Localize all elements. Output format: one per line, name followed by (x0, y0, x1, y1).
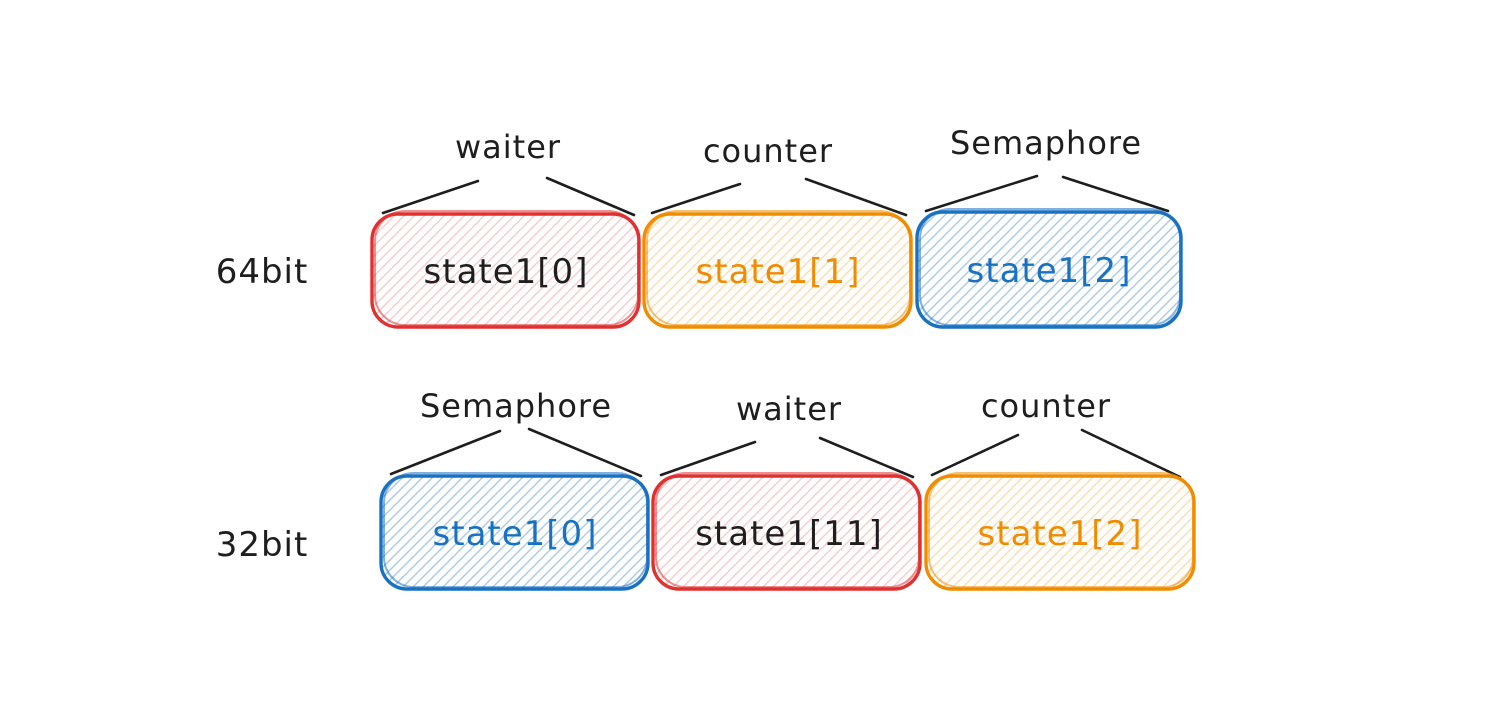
connector-line (650, 182, 742, 215)
field-label-waiter: waiter (736, 390, 842, 428)
field-label-semaphore: Semaphore (420, 387, 612, 425)
cell-box-sketch-stroke (928, 472, 1194, 588)
connector-line (389, 429, 502, 476)
cell-32bit-counter: counter state1[2] (924, 387, 1196, 591)
row-label-64bit: 64bit (216, 252, 309, 292)
cell-value: state1[1] (696, 252, 861, 292)
field-label-counter: counter (703, 132, 833, 170)
row-32bit: 32bit Semaphore state1[0] waiter state1[… (216, 387, 1196, 591)
cell-32bit-semaphore: Semaphore state1[0] (379, 387, 650, 591)
field-label-counter: counter (981, 387, 1111, 425)
connector-line (527, 427, 643, 478)
connector-line (930, 433, 1020, 477)
row-64bit: 64bit waiter state1[0] counter state1[1] (216, 124, 1183, 329)
cell-box-sketch-stroke (655, 472, 920, 588)
cell-32bit-waiter: waiter state1[11] (651, 390, 922, 591)
connector-line (381, 179, 480, 215)
cell-64bit-waiter: waiter state1[0] (370, 128, 641, 329)
cell-value: state1[0] (433, 514, 598, 554)
connector-line (804, 177, 908, 217)
cell-value: state1[2] (967, 251, 1132, 291)
field-label-waiter: waiter (455, 128, 561, 166)
cell-value: state1[0] (424, 252, 589, 292)
cell-value: state1[2] (978, 514, 1143, 554)
row-label-32bit: 32bit (216, 525, 309, 565)
cell-value: state1[11] (695, 514, 883, 554)
cell-box-sketch-stroke (919, 208, 1181, 326)
cell-box-sketch-stroke (374, 210, 639, 326)
cell-64bit-counter: counter state1[1] (642, 132, 913, 329)
connector-line (659, 440, 757, 477)
connector-line (818, 436, 915, 479)
cell-box-sketch-stroke (383, 472, 648, 588)
cell-box-sketch-stroke (646, 210, 911, 326)
connector-line (545, 176, 636, 217)
connector-line (924, 174, 1039, 213)
connector-line (1061, 175, 1170, 213)
field-label-semaphore: Semaphore (950, 124, 1142, 162)
cell-64bit-semaphore: Semaphore state1[2] (915, 124, 1183, 329)
connector-line (1080, 428, 1182, 479)
